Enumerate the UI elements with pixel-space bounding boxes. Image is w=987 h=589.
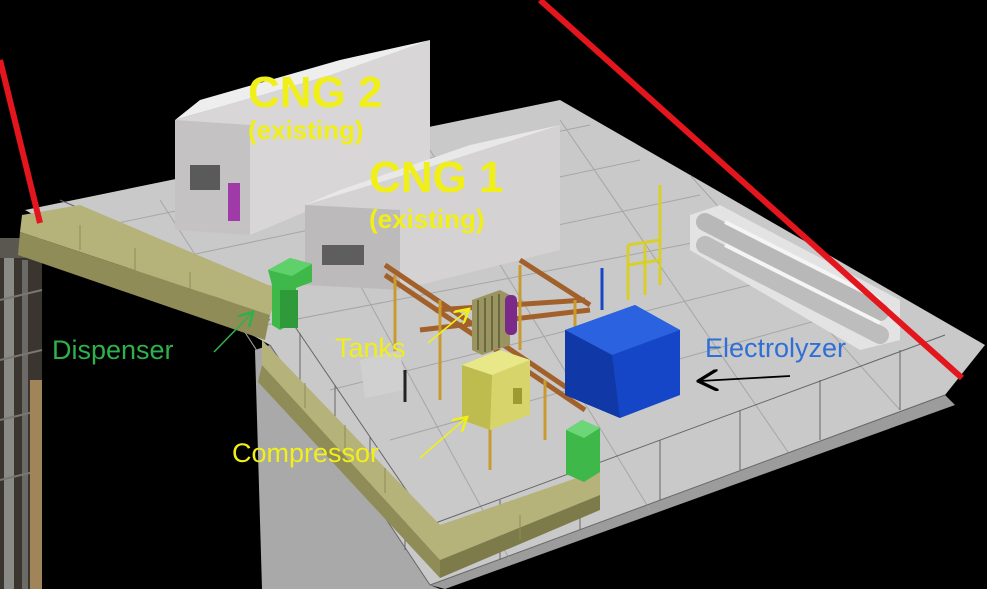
electrolyzer-label: Electrolyzer (705, 333, 847, 363)
dispenser-unit (268, 258, 312, 330)
dispenser-label: Dispenser (52, 335, 174, 365)
electrolyzer-unit (565, 305, 680, 418)
green-unit (566, 420, 600, 482)
compressor-label: Compressor (232, 438, 380, 468)
cng1-building (305, 125, 560, 290)
boundary-line-left (0, 59, 43, 224)
vent-stack (626, 185, 662, 300)
cng2-title: CNG 2 (248, 68, 383, 117)
compressor-unit (462, 350, 530, 430)
compressor-arrow (419, 418, 466, 459)
tanks-label: Tanks (335, 333, 406, 363)
cng1-title: CNG 1 (369, 153, 504, 202)
dispenser-arrow (213, 313, 252, 353)
tanks-arrow (427, 310, 468, 344)
boundary-line-right (537, 0, 965, 381)
photo-strip (0, 238, 43, 589)
storage-tanks (472, 290, 517, 355)
jersey-barriers (18, 205, 600, 578)
small-fixture (360, 350, 407, 402)
tube-trailer (690, 205, 900, 350)
electrolyzer-arrow (700, 376, 791, 381)
cng1-subtitle: (existing) (369, 204, 485, 234)
cng2-subtitle: (existing) (248, 115, 364, 145)
